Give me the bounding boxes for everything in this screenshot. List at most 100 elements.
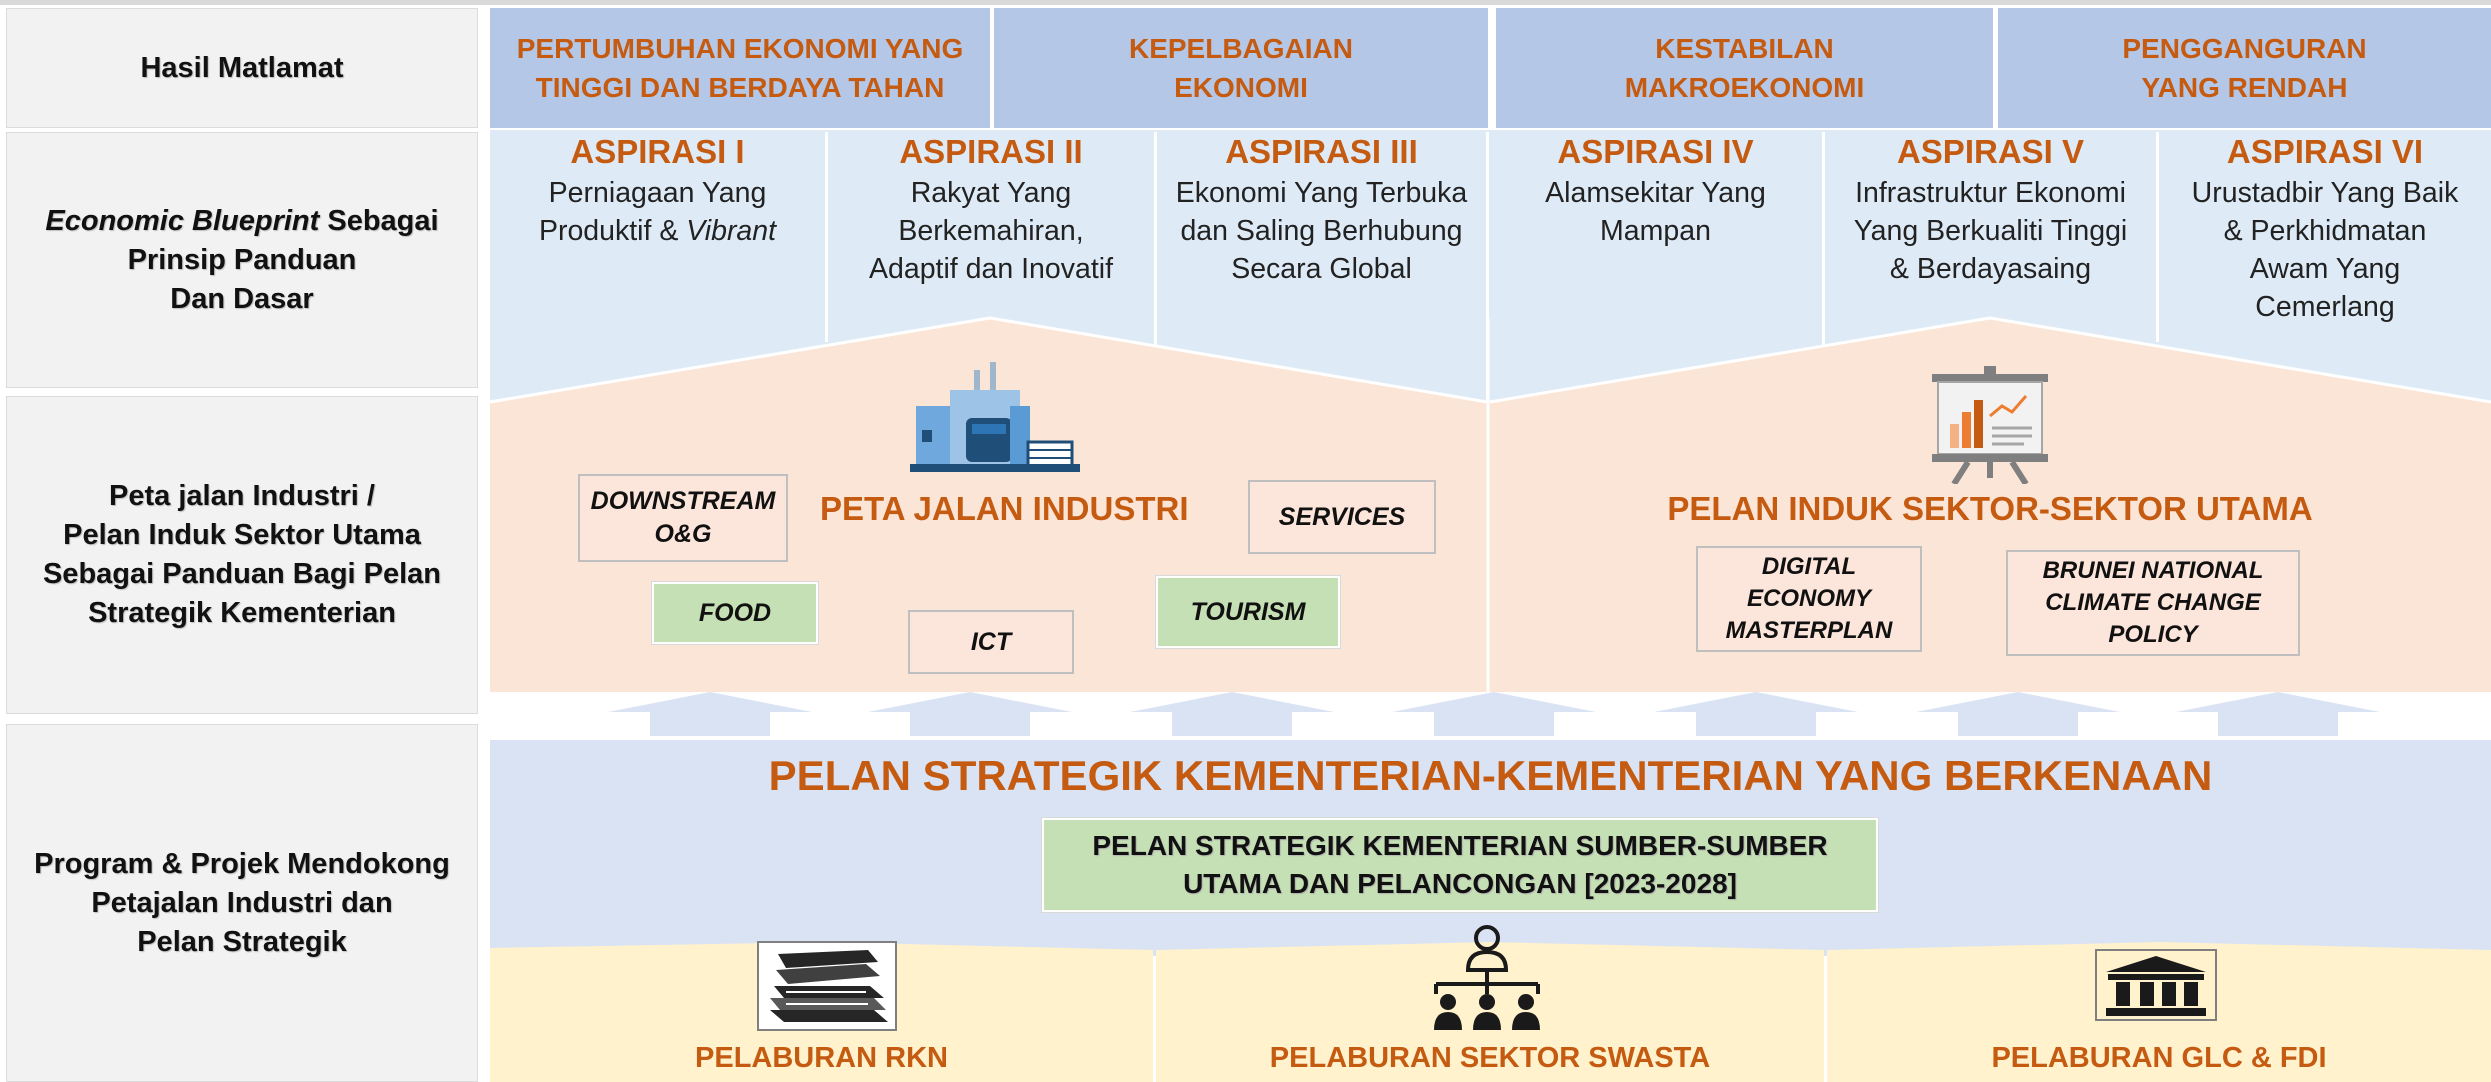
up-arrow-icon — [1654, 692, 1858, 736]
row-label-text: Petajalan Industri dan — [91, 886, 393, 919]
up-arrow-icon — [608, 692, 812, 736]
tag-food: FOOD — [652, 582, 818, 644]
ministry-plan-text: UTAMA DAN PELANCONGAN [2023-2028] — [1183, 868, 1737, 899]
divider — [825, 132, 828, 342]
row-label-text: Dan Dasar — [170, 282, 314, 315]
aspiration-1: ASPIRASI I Perniagaan Yang Produktif & V… — [490, 132, 825, 250]
row-label-programs: Program & Projek Mendokong Petajalan Ind… — [6, 724, 478, 1082]
outcome-text: PENGGANGURAN — [2122, 33, 2367, 64]
tag-downstream-og: DOWNSTREAM O&G — [578, 474, 788, 562]
tag-text: CLIMATE CHANGE — [2045, 589, 2261, 616]
aspiration-text: Urustadbir Yang Baik — [2191, 177, 2459, 209]
investment-private-sector: PELABURAN SEKTOR SWASTA — [1269, 1042, 1711, 1074]
aspiration-text: Berkemahiran, — [898, 215, 1084, 247]
aspiration-3: ASPIRASI III Ekonomi Yang Terbuka dan Sa… — [1157, 132, 1486, 288]
aspiration-title: ASPIRASI V — [1896, 133, 2085, 170]
tag-services: SERVICES — [1248, 480, 1436, 554]
aspiration-text: Infrastruktur Ekonomi — [1855, 177, 2126, 209]
outcome-stability: KESTABILAN MAKROEKONOMI — [1496, 8, 1993, 128]
row-label-text: Program & Projek Mendokong — [34, 847, 450, 880]
aspiration-text: Yang Berkualiti Tinggi — [1853, 215, 2128, 247]
strategic-plan-title: PELAN STRATEGIK KEMENTERIAN-KEMENTERIAN … — [768, 752, 2213, 799]
aspiration-title: ASPIRASI I — [570, 133, 745, 170]
up-arrow-icon — [1916, 692, 2120, 736]
outcome-unemployment: PENGGANGURAN YANG RENDAH — [1998, 8, 2491, 128]
aspiration-text: & Berdayasaing — [1889, 253, 2092, 285]
tag-text: DOWNSTREAM — [590, 487, 776, 515]
tag-text: O&G — [654, 520, 712, 548]
outcome-text: TINGGI DAN BERDAYA TAHAN — [535, 72, 945, 103]
factory-icon — [910, 362, 1080, 472]
aspiration-title: ASPIRASI VI — [2226, 133, 2424, 170]
aspiration-text: Adaptif dan Inovatif — [868, 253, 1113, 285]
aspiration-text: Awam Yang — [2249, 253, 2401, 285]
up-arrow-icon — [1130, 692, 1334, 736]
aspiration-text: & Perkhidmatan — [2223, 215, 2427, 247]
row-label-text: Pelan Strategik — [137, 925, 347, 958]
outcome-text: PERTUMBUHAN EKONOMI YANG — [516, 33, 964, 64]
presentation-chart-icon — [1932, 366, 2048, 484]
outcome-text: KESTABILAN — [1655, 33, 1834, 64]
aspiration-title: ASPIRASI IV — [1557, 133, 1754, 170]
tag-climate-change-policy: BRUNEI NATIONAL CLIMATE CHANGE POLICY — [2006, 550, 2300, 656]
aspiration-title: ASPIRASI II — [899, 133, 1083, 170]
row-label-blueprint: Economic Blueprint Sebagai Prinsip Pandu… — [6, 132, 478, 388]
row-label-text: Economic Blueprint — [45, 204, 320, 237]
masterplan-title: PELAN INDUK SEKTOR-SEKTOR UTAMA — [1667, 490, 2313, 527]
aspiration-4: ASPIRASI IV Alamsekitar Yang Mampan — [1489, 132, 1822, 250]
up-arrow-icon — [1392, 692, 1596, 736]
aspiration-text: Ekonomi Yang Terbuka — [1175, 177, 1468, 209]
row-label-text: Sebagai Panduan Bagi Pelan — [42, 558, 442, 590]
books-icon — [757, 941, 897, 1031]
investment-rkn: PELABURAN RKN — [695, 1042, 948, 1074]
aspiration-text: Produktif & — [538, 215, 687, 247]
tag-digital-economy: DIGITAL ECONOMY MASTERPLAN — [1696, 546, 1922, 652]
outcome-text: MAKROEKONOMI — [1624, 72, 1865, 103]
outcome-text: YANG RENDAH — [2141, 72, 2348, 103]
row-label-text: Hasil Matlamat — [140, 51, 344, 84]
divider — [2156, 132, 2159, 342]
tag-tourism: TOURISM — [1156, 576, 1340, 648]
masterplan-band — [1490, 318, 2491, 402]
aspiration-text: Alamsekitar Yang — [1545, 177, 1766, 209]
tag-text: BRUNEI NATIONAL — [2042, 557, 2264, 584]
ministry-plan-text: PELAN STRATEGIK KEMENTERIAN SUMBER-SUMBE… — [1092, 830, 1828, 861]
tag-text: DIGITAL — [1761, 553, 1857, 580]
aspiration-text: Mampan — [1600, 215, 1711, 247]
org-chart-icon — [1434, 925, 1540, 1030]
ministry-strategic-plan: PELAN STRATEGIK KEMENTERIAN SUMBER-SUMBE… — [1042, 818, 1878, 912]
aspiration-text: Vibrant — [686, 215, 777, 247]
aspiration-text: Secara Global — [1231, 253, 1412, 285]
row-label-outcomes: Hasil Matlamat — [6, 8, 478, 128]
tag-text: SERVICES — [1278, 502, 1406, 531]
aspiration-2: ASPIRASI II Rakyat Yang Berkemahiran, Ad… — [828, 132, 1154, 288]
tag-text: FOOD — [698, 598, 772, 627]
up-arrow-icon — [868, 692, 1072, 736]
up-arrow-icon — [2176, 692, 2380, 736]
row-label-roadmap: Peta jalan Industri / Pelan Induk Sektor… — [6, 396, 478, 714]
investment-glc-fdi: PELABURAN GLC & FDI — [1991, 1042, 2327, 1074]
aspiration-text: dan Saling Berhubung — [1180, 215, 1463, 247]
outcome-growth: PERTUMBUHAN EKONOMI YANG TINGGI DAN BERDA… — [490, 8, 990, 128]
tag-text: ECONOMY — [1746, 585, 1871, 612]
outcome-text: KEPELBAGAIAN — [1128, 33, 1353, 64]
tag-text: POLICY — [2108, 621, 2198, 648]
row-label-text: Pelan Induk Sektor Utama — [63, 519, 421, 551]
outcome-text: EKONOMI — [1174, 72, 1308, 103]
row-label-text: Prinsip Panduan — [127, 243, 357, 276]
tag-text: MASTERPLAN — [1725, 617, 1893, 644]
upward-arrows — [608, 692, 2380, 736]
tag-text: ICT — [970, 627, 1012, 656]
divider — [1822, 132, 1825, 346]
divider — [1486, 132, 1489, 402]
outcome-diversification: KEPELBAGAIAN EKONOMI — [994, 8, 1488, 128]
roadmap-title: PETA JALAN INDUSTRI — [820, 490, 1189, 527]
aspiration-title: ASPIRASI III — [1225, 133, 1418, 170]
aspiration-text: Cemerlang — [2255, 291, 2395, 323]
tag-ict: ICT — [908, 610, 1074, 674]
aspiration-5: ASPIRASI V Infrastruktur Ekonomi Yang Be… — [1825, 132, 2156, 288]
row-label-text: Strategik Kementerian — [88, 597, 396, 629]
roadmap-band — [490, 318, 1487, 402]
aspiration-text: Perniagaan Yang — [548, 177, 767, 209]
tag-text: TOURISM — [1190, 597, 1306, 626]
